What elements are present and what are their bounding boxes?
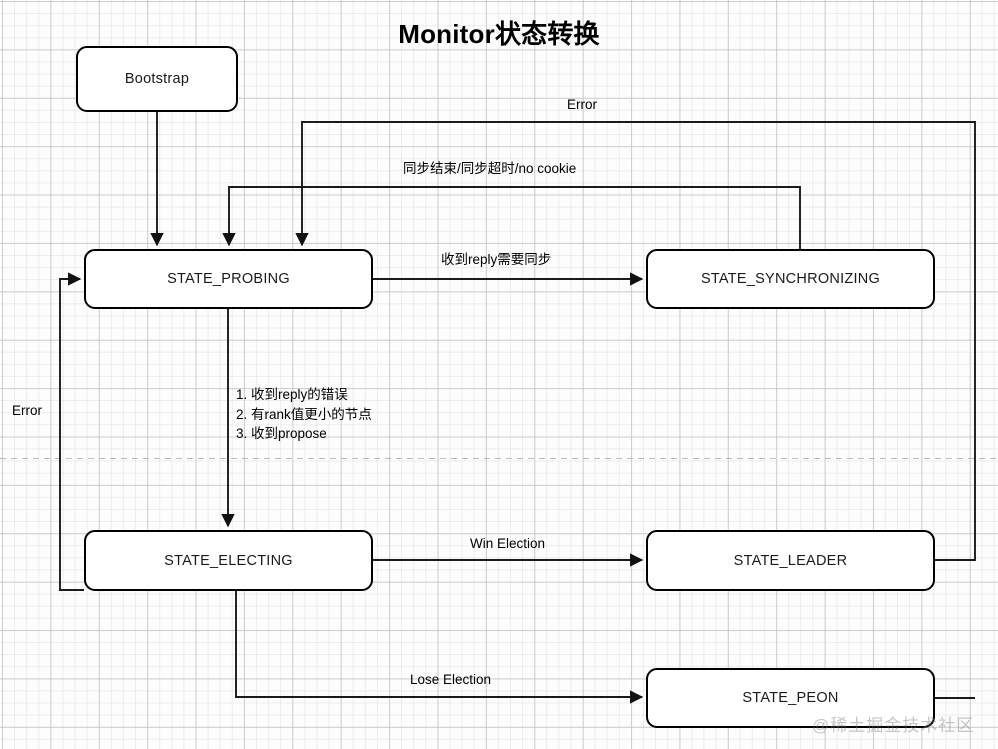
edge-leader-to-probing-error (295, 121, 976, 561)
node-state-peon[interactable]: STATE_PEON (646, 668, 935, 728)
node-label: Bootstrap (124, 71, 190, 87)
edge-label-line: 2. 有rank值更小的节点 (236, 406, 372, 422)
edge-label-probing-to-electing: 1. 收到reply的错误 2. 有rank值更小的节点 3. 收到propos… (236, 385, 372, 444)
edge-electing-to-peon (235, 591, 644, 704)
edge-label-error-top: Error (567, 97, 597, 112)
node-state-probing[interactable]: STATE_PROBING (84, 249, 373, 309)
edge-label-line: 1. 收到reply的错误 (236, 387, 348, 402)
edge-label-error-left: Error (12, 403, 42, 418)
edge-electing-to-probing-error (59, 272, 84, 591)
node-label: STATE_PROBING (167, 271, 290, 287)
node-label: STATE_SYNCHRONIZING (700, 271, 881, 287)
node-label: STATE_LEADER (733, 552, 848, 569)
edge-label-lose-election: Lose Election (410, 672, 492, 687)
page-title: Monitor状态转换 (398, 19, 600, 49)
node-label: STATE_ELECTING (164, 552, 293, 569)
edge-label-line: 3. 收到propose (236, 426, 327, 442)
edge-label-need-sync: 收到reply需要同步 (441, 252, 552, 267)
node-state-leader[interactable]: STATE_LEADER (646, 530, 935, 591)
node-bootstrap[interactable]: Bootstrap (76, 46, 238, 112)
edge-sync-to-probing (222, 186, 801, 249)
node-state-synchronizing[interactable]: STATE_SYNCHRONIZING (646, 249, 935, 309)
node-state-electing[interactable]: STATE_ELECTING (84, 530, 373, 591)
watermark: @稀土掘金技术社区 (812, 716, 975, 735)
edge-label-win-election: Win Election (470, 536, 546, 551)
edge-label-sync-return: 同步结束/同步超时/no cookie (403, 161, 577, 176)
node-label: STATE_PEON (742, 690, 839, 706)
